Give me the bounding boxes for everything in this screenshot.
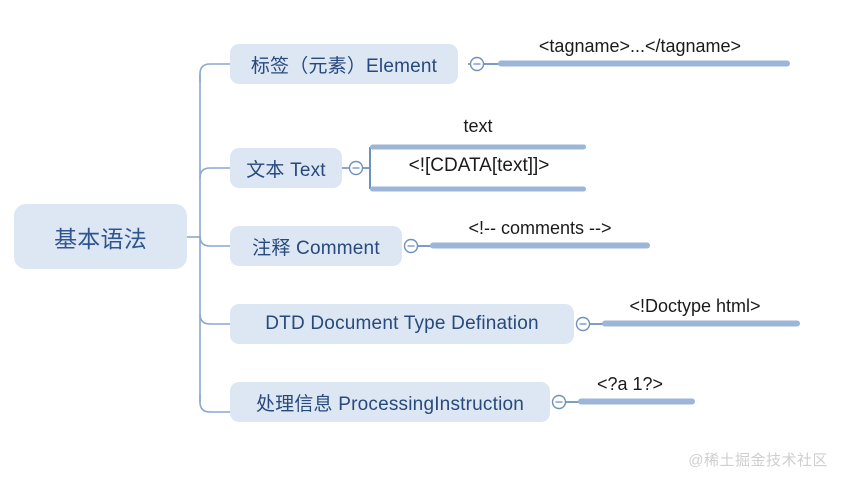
branch-node-dtd[interactable]: DTD Document Type Defination xyxy=(230,304,574,344)
collapse-minus-icon-text[interactable] xyxy=(348,160,364,176)
branch-label-pi: 处理信息 ProcessingInstruction xyxy=(255,393,525,415)
leaf-label-cdata[interactable]: <![CDATA[text]]> xyxy=(408,155,550,176)
mindmap-root-node[interactable]: 基本语法 xyxy=(14,204,187,269)
branch-label-comment: 注释 Comment xyxy=(252,237,380,259)
branch-line-dtd xyxy=(199,313,230,325)
branch-label-element: 标签（元素）Element xyxy=(250,55,438,77)
root-node-label: 基本语法 xyxy=(54,225,147,252)
dtd-leaf-bar xyxy=(602,320,800,327)
leaf-label-doctype[interactable]: <!Doctype html> xyxy=(629,296,761,316)
comment-leaf-bar xyxy=(430,242,650,249)
branch-node-element[interactable]: 标签（元素）Element xyxy=(230,44,458,84)
leaf-label-text[interactable]: text xyxy=(463,116,493,136)
pi-leaf-bar xyxy=(578,398,695,405)
leaf-label-tagname[interactable]: <tagname>...</tagname> xyxy=(538,36,742,56)
collapse-minus-icon-dtd[interactable] xyxy=(575,316,591,332)
branch-node-text[interactable]: 文本 Text xyxy=(230,148,342,188)
branch-line-comment xyxy=(199,235,230,247)
collapse-minus-icon-element[interactable] xyxy=(469,56,485,72)
leaf-label-processing-instruction[interactable]: <?a 1?> xyxy=(596,374,664,394)
branch-node-pi[interactable]: 处理信息 ProcessingInstruction xyxy=(230,382,550,422)
watermark: @稀土掘金技术社区 xyxy=(688,452,828,469)
branch-line-element xyxy=(199,63,230,82)
text-leaf-bar-lower xyxy=(370,186,586,192)
leaf-label-comment[interactable]: <!-- comments --> xyxy=(468,218,612,238)
element-leaf-bar xyxy=(498,60,790,67)
branch-line-text xyxy=(199,167,230,179)
branch-node-comment[interactable]: 注释 Comment xyxy=(230,226,402,266)
collapse-minus-icon-pi[interactable] xyxy=(551,394,567,410)
branch-line-pi xyxy=(199,394,230,413)
branch-label-text: 文本 Text xyxy=(246,159,326,181)
branch-label-dtd: DTD Document Type Defination xyxy=(265,313,539,334)
text-leaf-bar-upper xyxy=(370,144,586,150)
collapse-minus-icon-comment[interactable] xyxy=(403,238,419,254)
